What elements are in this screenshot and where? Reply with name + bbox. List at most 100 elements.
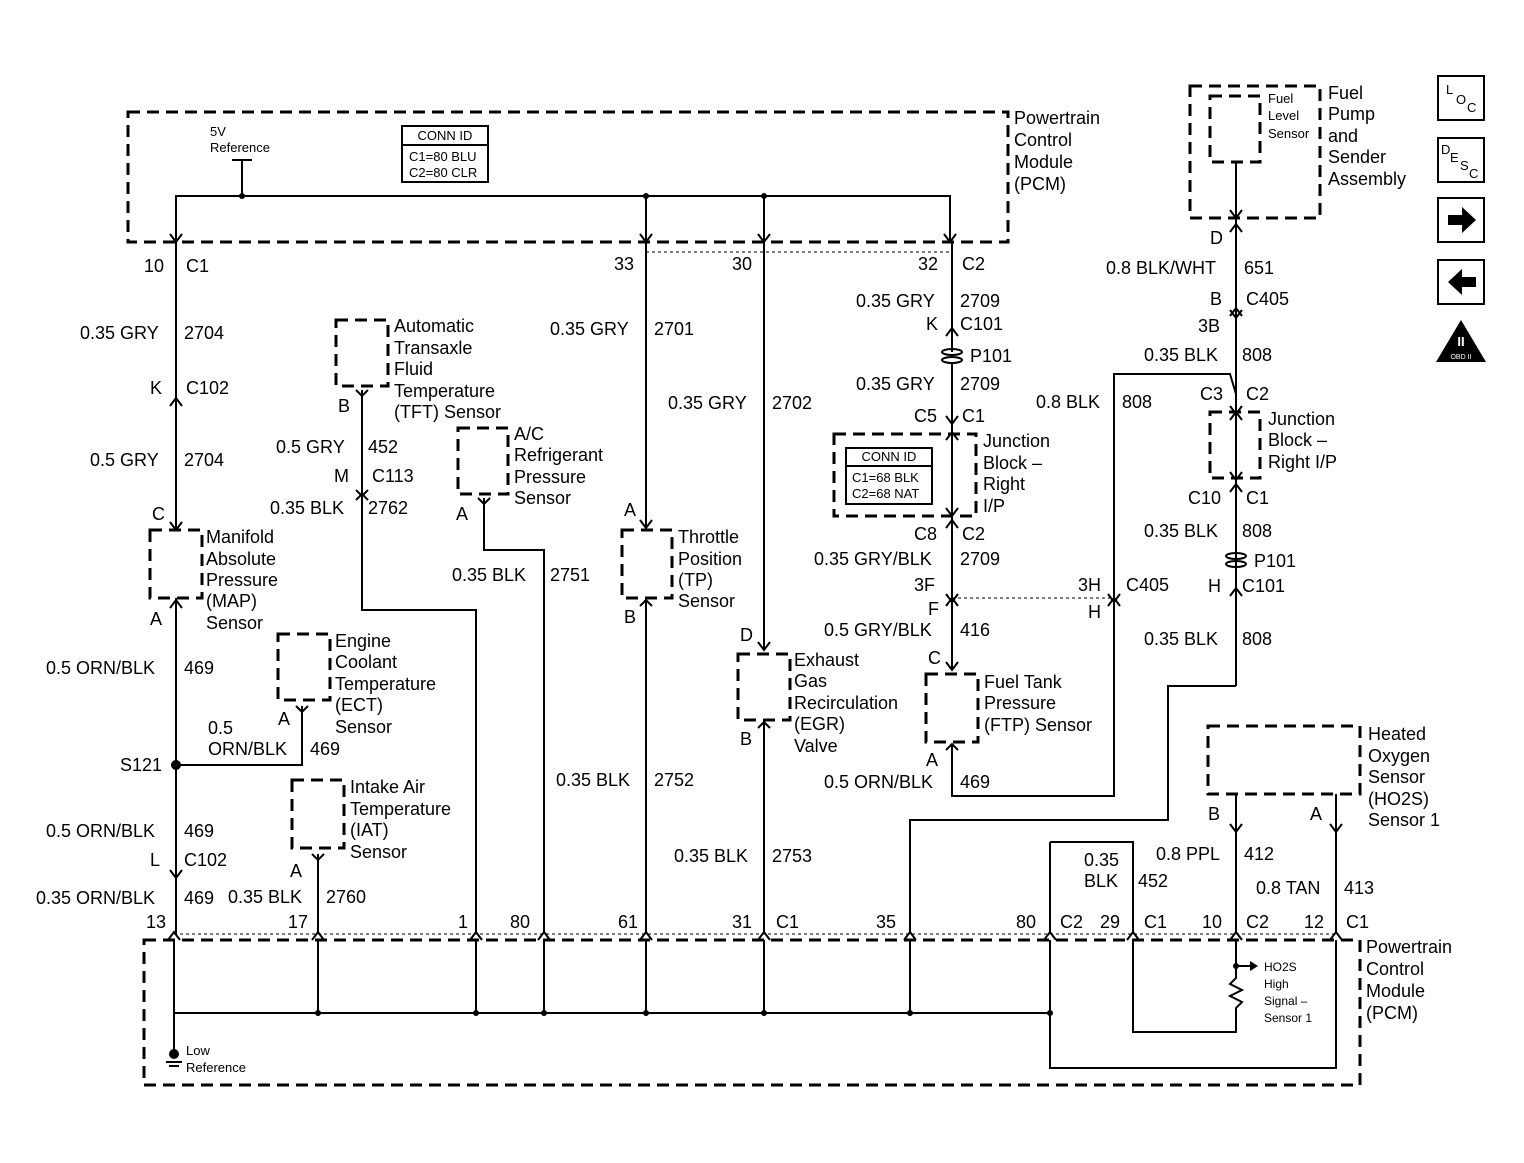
nav-prev-button[interactable]	[1437, 259, 1485, 305]
wire-label: 0.35 GRY	[80, 323, 159, 343]
wire-label: 0.5	[208, 718, 233, 738]
pin-label: 33	[614, 254, 634, 274]
nav-next-button[interactable]	[1437, 197, 1485, 243]
ho2s-sensor: Heated Oxygen Sensor (HO2S) Sensor 1	[1206, 724, 1440, 830]
nav-desc-button[interactable]: D E S C	[1437, 137, 1485, 183]
conn-id-c2: C2=80 CLR	[409, 165, 477, 180]
diagram-label: and	[1328, 126, 1358, 146]
wire-label: 0.35 BLK	[674, 846, 748, 866]
circuit-label: 469	[184, 658, 214, 678]
ho2s-high-label-2: High	[1264, 977, 1289, 991]
iat-sensor: Intake Air Temperature (IAT) Sensor	[290, 777, 451, 862]
pin-label: M	[334, 466, 349, 486]
wire-label: ORN/BLK	[208, 739, 287, 759]
circuit-label: 469	[184, 821, 214, 841]
circuit-label: 2704	[184, 323, 224, 343]
diagram-label: Oxygen	[1368, 746, 1430, 766]
wire-label: 0.5 GRY	[276, 437, 345, 457]
diagram-label: Refrigerant	[514, 445, 603, 465]
circuit-label: 2701	[654, 319, 694, 339]
wire-label: 0.35 ORN/BLK	[36, 888, 155, 908]
diagram-label: Recirculation	[794, 693, 898, 713]
diagram-label: Heated	[1368, 724, 1426, 744]
wire-label: 0.35 GRY	[856, 291, 935, 311]
diagram-label: Sensor	[335, 717, 392, 737]
circuit-label: 452	[1138, 871, 1168, 891]
diagram-label: Position	[678, 549, 742, 569]
ref-5v-label-2: Reference	[210, 140, 270, 155]
pin-label: C	[152, 504, 165, 524]
pin-label: B	[624, 607, 636, 627]
diagram-label: (EGR)	[794, 714, 845, 734]
low-ref-label-2: Reference	[186, 1060, 246, 1075]
pcm-top-label-4: (PCM)	[1014, 174, 1066, 194]
diagram-label: Pressure	[984, 693, 1056, 713]
conn-label: C2	[1246, 384, 1269, 404]
diagram-label: Level	[1268, 108, 1299, 123]
wire-label: 0.35 BLK	[1144, 345, 1218, 365]
pcm-bottom: Powertrain Control Module (PCM) Low Refe…	[142, 930, 1452, 1087]
diagram-label: Temperature	[335, 674, 436, 694]
diagram-label: Exhaust	[794, 650, 859, 670]
diagram-label: Temperature	[394, 381, 495, 401]
pin-label: A	[1310, 804, 1322, 824]
diagram-label: Pump	[1328, 104, 1375, 124]
circuit-label: 2751	[550, 565, 590, 585]
ho2s-high-label-4: Sensor 1	[1264, 1011, 1312, 1025]
diagram-label: Temperature	[350, 799, 451, 819]
pin-label: D	[1210, 228, 1223, 248]
conn-id-title: CONN ID	[418, 128, 473, 143]
diagram-label: Transaxle	[394, 338, 472, 358]
pin-label: A	[150, 609, 162, 629]
diagram-label: Sensor	[1368, 767, 1425, 787]
pin-label: 31	[732, 912, 752, 932]
conn-label: C2	[1060, 912, 1083, 932]
diagram-label: (FTP) Sensor	[984, 715, 1092, 735]
pcm-bottom-label-2: Control	[1366, 959, 1424, 979]
diagram-label: OBD II	[1450, 354, 1471, 361]
wire-label: 0.35 BLK	[556, 770, 630, 790]
nav-loc-button[interactable]: L O C	[1437, 75, 1485, 121]
wire-label: 0.8 BLK/WHT	[1106, 258, 1216, 278]
loc-icon: L	[1446, 82, 1453, 97]
diagram-label: Assembly	[1328, 169, 1406, 189]
pcm-top-label-2: Control	[1014, 130, 1072, 150]
wire-label: 0.35 GRY	[856, 374, 935, 394]
pin-label: 3F	[914, 575, 935, 595]
pin-label: 13	[146, 912, 166, 932]
diagram-label: Sensor 1	[1368, 810, 1440, 830]
conn-label: C405	[1246, 289, 1289, 309]
pin-label: C3	[1200, 384, 1223, 404]
diagram-label: Sender	[1328, 147, 1386, 167]
components: Manifold Absolute Pressure (MAP) Sensor …	[148, 83, 1440, 862]
ftp-sensor: Fuel Tank Pressure (FTP) Sensor	[924, 672, 1092, 744]
pin-label: 3H	[1078, 575, 1101, 595]
circuit-label: 808	[1122, 392, 1152, 412]
diagram-label: Sensor	[1268, 126, 1310, 141]
diagram-label: Fuel Tank	[984, 672, 1063, 692]
circuit-label: 452	[368, 437, 398, 457]
pin-label: L	[150, 850, 160, 870]
ect-sensor: Engine Coolant Temperature (ECT) Sensor	[276, 631, 436, 737]
wire-label: 0.35 BLK	[1144, 629, 1218, 649]
pin-label: 10	[1202, 912, 1222, 932]
pin-label: 17	[288, 912, 308, 932]
pin-label: B	[338, 396, 350, 416]
circuit-label: 2762	[368, 498, 408, 518]
obd-ii-icon[interactable]: II OBD II	[1436, 320, 1486, 362]
conn-label: C101	[1242, 576, 1285, 596]
ho2s-high-label-1: HO2S	[1264, 960, 1297, 974]
pin-label: 80	[1016, 912, 1036, 932]
diagram-label: (MAP)	[206, 591, 257, 611]
pin-label: B	[1210, 289, 1222, 309]
jb-conn-title: CONN ID	[862, 449, 917, 464]
diagram-label: Fuel	[1328, 83, 1363, 103]
diagram-label: (ECT)	[335, 695, 383, 715]
diagram-label: Fluid	[394, 359, 433, 379]
conn-label: C101	[960, 314, 1003, 334]
pin-label: 10	[144, 256, 164, 276]
svg-text:C: C	[1467, 100, 1476, 115]
circuit-label: 2709	[960, 549, 1000, 569]
diagram-label: Sensor	[206, 613, 263, 633]
